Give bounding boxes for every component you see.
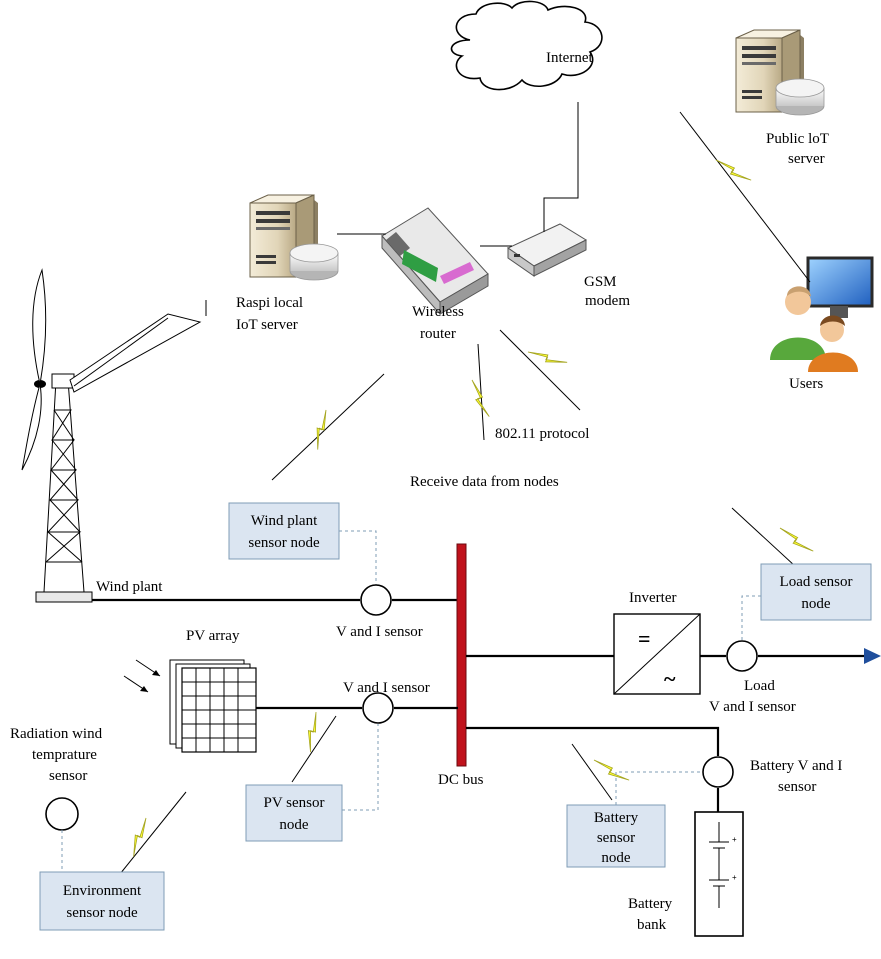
battery-vi-label-1: Battery V and I: [750, 758, 842, 774]
load-lightning-icon: [779, 519, 814, 560]
environment-sensor-icon: [45, 797, 79, 831]
wind-wireless-link: [271, 373, 385, 481]
pv-vi-label: V and I sensor: [343, 680, 430, 696]
protocol-label: 802.11 protocol: [495, 426, 589, 442]
receive-wireless-link: [477, 343, 485, 441]
wireless-router-icon: [381, 207, 489, 316]
battery-vi-label-2: sensor: [778, 779, 816, 795]
battery-wireless-link: [571, 743, 613, 801]
inverter-ac-symbol: ~: [664, 666, 676, 691]
internet-cloud-icon: [450, 0, 603, 91]
radiation-label-2: temprature: [32, 747, 97, 763]
svg-text:+: +: [732, 835, 737, 844]
public-server-label-1: Public loT: [766, 131, 829, 147]
internet-label: Internet: [546, 50, 593, 66]
pv-node-link: [342, 724, 379, 811]
pv-vi-sensor-icon: [362, 692, 394, 724]
gsm-label-1: GSM: [584, 274, 617, 290]
battery-bank-label-2: bank: [637, 917, 667, 933]
solar-panel-icon: [123, 659, 257, 753]
pv-array-label: PV array: [186, 628, 240, 644]
battery-vi-sensor-icon: [702, 756, 734, 788]
wind-node-label-2: sensor node: [248, 535, 320, 551]
env-node-label-1: Environment: [63, 883, 142, 899]
env-lightning-icon: [122, 817, 158, 857]
radiation-label-1: Radiation wind: [10, 726, 103, 742]
dc-bus: [456, 543, 467, 767]
radiation-label-3: sensor: [49, 768, 87, 784]
wind-vi-label: V and I sensor: [336, 624, 423, 640]
load-node-link: [741, 595, 761, 640]
gsm-label-2: modem: [585, 293, 630, 309]
pv-sensor-node-box: [245, 784, 343, 842]
users-label: Users: [789, 376, 823, 392]
wind-plant-label: Wind plant: [96, 579, 163, 595]
load-sensor-node-box: [760, 563, 872, 621]
modem-internet-link: [543, 102, 579, 232]
battery-node-label-2: sensor: [597, 830, 635, 846]
wind-vi-sensor-icon: [360, 584, 392, 616]
router-label-1: Wireless: [412, 304, 464, 320]
pv-node-label-2: node: [279, 817, 309, 833]
dc-bus-label: DC bus: [438, 772, 484, 788]
battery-icon: + +: [694, 811, 744, 937]
wind-turbine-icon: [21, 268, 207, 603]
env-node-label-2: sensor node: [66, 905, 138, 921]
svg-text:+: +: [732, 873, 737, 882]
pv-wireless-link: [291, 715, 337, 783]
router-label-2: router: [420, 326, 456, 342]
battery-bank-label-1: Battery: [628, 896, 673, 912]
public-server-icon: [735, 29, 825, 116]
load-arrow-icon: [864, 648, 881, 664]
receive-label: Receive data from nodes: [410, 474, 559, 490]
wind-sensor-node-box: [228, 502, 340, 560]
local-server-icon: [249, 194, 339, 281]
load-vi-sensor-icon: [726, 640, 758, 672]
protocol-lightning-icon: [527, 340, 568, 375]
wind-node-label-1: Wind plant: [251, 513, 318, 529]
inverter-icon: = ~: [613, 613, 701, 695]
gsm-modem-icon: [506, 223, 588, 277]
battery-lightning-icon: [593, 750, 630, 790]
load-vi-label-1: Load: [744, 678, 775, 694]
users-lightning-icon: [715, 150, 752, 190]
battery-node-label-1: Battery: [594, 810, 639, 826]
users-wireless-link: [679, 111, 811, 283]
protocol-wireless-link: [499, 329, 581, 411]
load-node-label-1: Load sensor: [780, 574, 853, 590]
users-icon: [770, 256, 874, 372]
battery-sensor-node-box: [566, 804, 666, 868]
env-wireless-link: [119, 791, 187, 875]
load-vi-label-2: V and I sensor: [709, 699, 796, 715]
battery-power-line: [466, 726, 720, 812]
battery-node-label-3: node: [601, 850, 631, 866]
battery-node-link: [615, 771, 702, 805]
public-server-label-2: server: [788, 151, 825, 167]
inverter-label: Inverter: [629, 590, 676, 606]
pv-node-label-1: PV sensor: [264, 795, 325, 811]
pv-lightning-icon: [297, 711, 329, 753]
environment-sensor-node-box: [39, 871, 165, 931]
load-node-label-2: node: [801, 596, 831, 612]
local-server-label-1: Raspi local: [236, 295, 303, 311]
inverter-dc-symbol: =: [638, 626, 651, 651]
local-server-label-2: IoT server: [236, 317, 298, 333]
wind-node-link: [339, 530, 377, 586]
